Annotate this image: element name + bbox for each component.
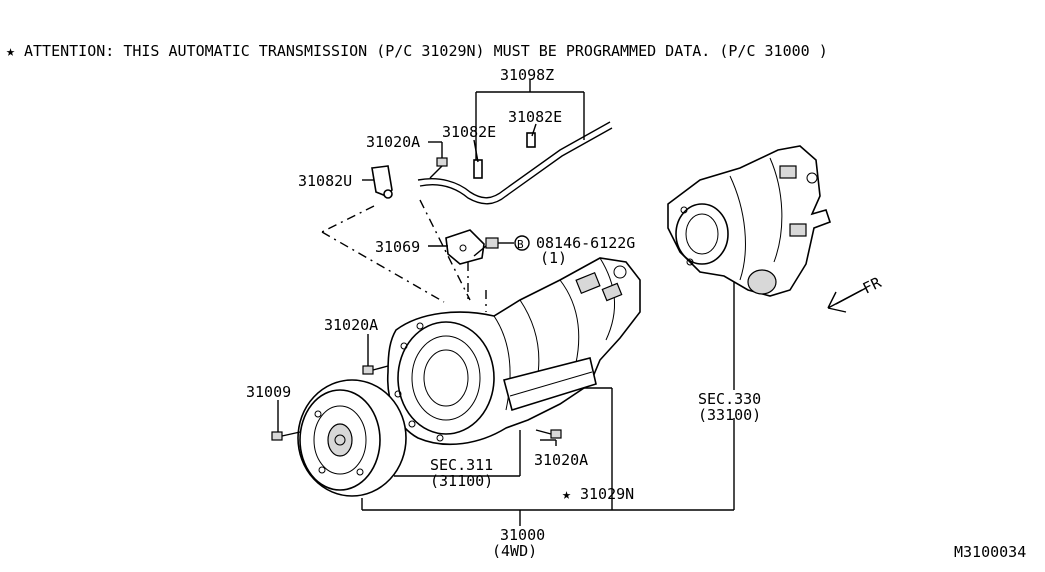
transfer-case-33100 (667, 145, 832, 297)
bolt-symbol-letter: B (517, 238, 524, 251)
callout-31020a-mid: 31020A (324, 316, 378, 334)
callout-08146-6122g: 08146-6122G (536, 234, 635, 252)
callout-31029n: 31029N (580, 485, 634, 503)
leader-lines (277, 80, 735, 526)
bolt-symbol-icon (514, 235, 530, 251)
callout-31000: 31000 (500, 526, 545, 544)
diagram-code: M3100034 (954, 543, 1026, 561)
torque-converter-31100 (271, 379, 407, 497)
front-label: FR (860, 273, 885, 298)
callout-31082u: 31082U (298, 172, 352, 190)
callout-sec-330: SEC.330 (698, 390, 761, 408)
bracket-31069-icon (445, 229, 485, 265)
automatic-transmission-31000 (362, 257, 641, 446)
callout-08146-qty: (1) (540, 249, 567, 267)
callout-sec-311-pn: (31100) (430, 472, 493, 490)
callout-31029n-star: ★ (562, 485, 571, 503)
bolt-08146-icon (485, 237, 499, 249)
callout-31082e-left: 31082E (442, 123, 496, 141)
callout-31020a-low: 31020A (534, 451, 588, 469)
callout-sec-330-pn: (33100) (698, 406, 761, 424)
callout-31020a-top: 31020A (366, 133, 420, 151)
front-direction-arrow-icon (827, 287, 867, 313)
clip-31082e-left-icon (473, 159, 483, 179)
bolt-31020a-low-icon (550, 429, 562, 439)
callout-31098z: 31098Z (500, 66, 554, 84)
bolt-31020a-top-icon (436, 157, 448, 167)
callout-31069: 31069 (375, 238, 420, 256)
callout-31009: 31009 (246, 383, 291, 401)
callout-31082e-right: 31082E (508, 108, 562, 126)
bolt-31009-icon (271, 431, 283, 441)
attention-note: ATTENTION: THIS AUTOMATIC TRANSMISSION (… (24, 42, 828, 60)
bolt-31020a-mid-icon (362, 365, 374, 375)
callout-31000-4wd: (4WD) (492, 542, 537, 560)
phantom-lines (321, 199, 487, 312)
filler-tube-group (371, 121, 613, 265)
clip-31082e-right-icon (526, 132, 536, 148)
callout-sec-311: SEC.311 (430, 456, 493, 474)
attention-star: ★ (6, 42, 15, 60)
